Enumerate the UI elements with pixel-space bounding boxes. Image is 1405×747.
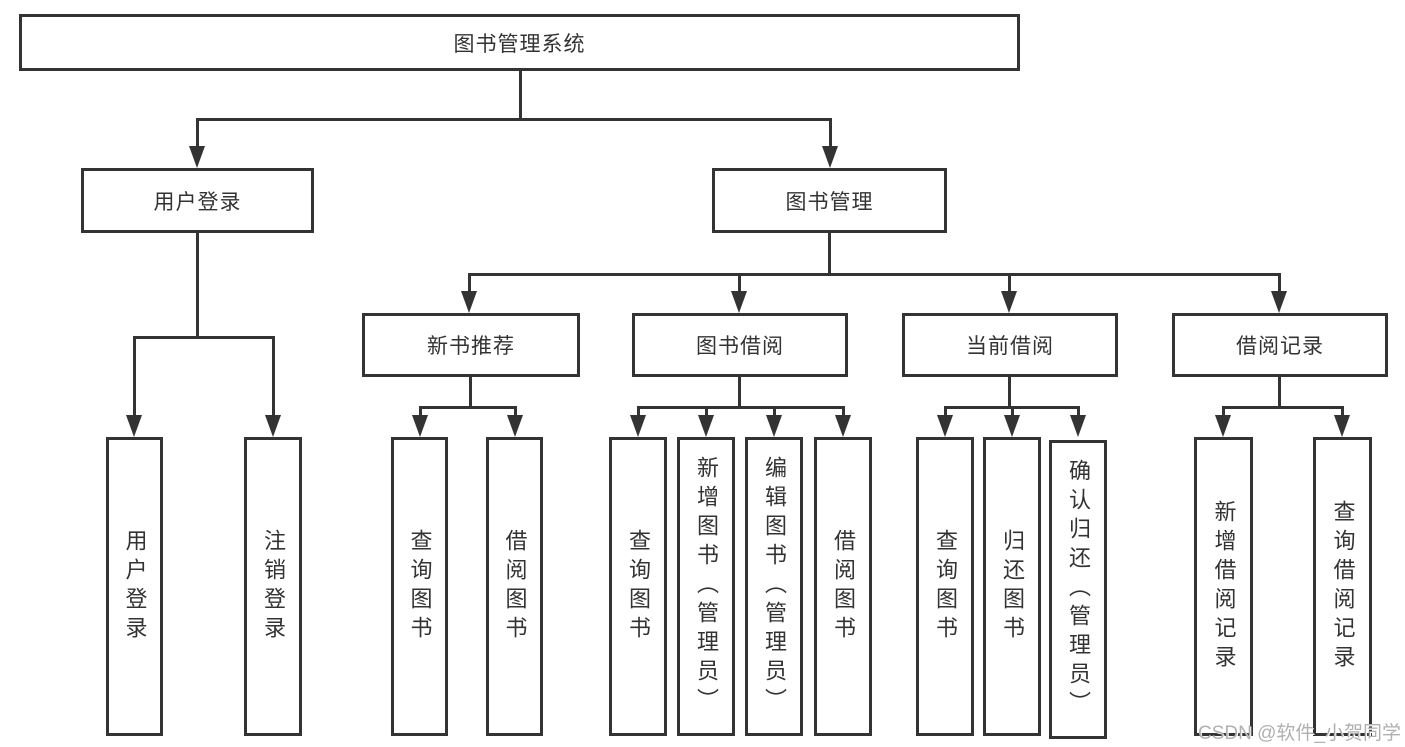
connector-line: [468, 273, 1281, 276]
connector-line: [272, 336, 275, 418]
connector-line: [469, 377, 472, 409]
connector-line: [1008, 273, 1011, 294]
connector-arrow: [1004, 415, 1020, 437]
connector-line: [1278, 273, 1281, 294]
leaf-label-query-books-2: 查询图书: [626, 528, 651, 645]
leaf-box-user-login: 用户登录: [106, 437, 163, 736]
connector-line: [738, 377, 741, 409]
connector-line: [133, 336, 136, 418]
connector-arrow: [937, 415, 953, 437]
node-label-root: 图书管理系统: [453, 32, 586, 56]
leaf-label-return-books: 归还图书: [1000, 528, 1025, 645]
connector-arrow: [1334, 415, 1350, 437]
connector-arrow: [412, 415, 428, 437]
connector-line: [133, 336, 275, 339]
connector-line: [1222, 406, 1225, 418]
leaf-box-query-borrow-record: 查询借阅记录: [1313, 437, 1372, 736]
leaf-box-confirm-return-admin: 确认归还（管理员）: [1049, 440, 1107, 739]
connector-arrow: [835, 415, 851, 437]
connector-line: [637, 406, 640, 418]
connector-arrow: [822, 146, 838, 168]
connector-line: [196, 118, 832, 121]
node-label-new-book-recommend: 新书推荐: [427, 335, 515, 358]
connector-arrow: [507, 415, 523, 437]
leaf-label-query-books-1: 查询图书: [407, 528, 433, 645]
leaf-box-return-books: 归还图书: [983, 437, 1041, 736]
leaf-label-add-borrow-record: 新增借阅记录: [1211, 499, 1237, 674]
leaf-box-add-borrow-record: 新增借阅记录: [1194, 437, 1253, 736]
connector-line: [828, 233, 831, 276]
connector-line: [468, 273, 471, 294]
connector-arrow: [630, 415, 646, 437]
connector-arrow: [1001, 291, 1017, 313]
node-label-book-borrow: 图书借阅: [696, 335, 784, 358]
connector-arrow: [731, 291, 747, 313]
connector-line: [1341, 406, 1344, 418]
connector-arrow: [265, 415, 281, 437]
node-box-current-borrow: 当前借阅: [902, 313, 1118, 377]
connector-line: [1011, 406, 1014, 418]
leaf-box-borrow-books-1: 借阅图书: [486, 437, 543, 736]
leaf-label-confirm-return-admin: 确认归还（管理员）: [1066, 459, 1091, 720]
leaf-label-edit-books-admin: 编辑图书（管理员）: [762, 456, 787, 717]
node-label-user-login: 用户登录: [153, 190, 242, 214]
node-box-root: 图书管理系统: [19, 14, 1020, 71]
node-box-new-book-recommend: 新书推荐: [362, 313, 580, 377]
connector-arrow: [1070, 415, 1086, 437]
connector-arrow: [1215, 415, 1231, 437]
leaf-box-logout: 注销登录: [244, 437, 302, 736]
leaf-box-borrow-books-2: 借阅图书: [814, 437, 872, 736]
connector-line: [773, 406, 776, 418]
connector-line: [519, 71, 522, 119]
node-label-book-management: 图书管理: [785, 190, 874, 214]
leaf-label-add-books-admin: 新增图书（管理员）: [694, 456, 719, 717]
leaf-label-logout: 注销登录: [261, 528, 286, 645]
connector-line: [829, 118, 832, 149]
connector-line: [419, 406, 517, 409]
node-label-borrow-records: 借阅记录: [1236, 335, 1324, 358]
connector-line: [196, 233, 199, 339]
leaf-box-query-books-3: 查询图书: [916, 437, 974, 736]
connector-arrow: [189, 146, 205, 168]
connector-arrow: [698, 415, 714, 437]
connector-line: [196, 118, 199, 149]
leaf-label-borrow-books-1: 借阅图书: [502, 528, 528, 645]
connector-arrow: [766, 415, 782, 437]
node-box-borrow-records: 借阅记录: [1172, 313, 1388, 377]
leaf-label-query-books-3: 查询图书: [933, 528, 958, 645]
connector-line: [842, 406, 845, 418]
connector-line: [944, 406, 947, 418]
connector-line: [637, 406, 844, 409]
connector-line: [738, 273, 741, 294]
connector-line: [1077, 406, 1080, 418]
node-box-book-management: 图书管理: [712, 168, 947, 233]
leaf-box-query-books-1: 查询图书: [391, 437, 448, 736]
connector-arrow: [1271, 291, 1287, 313]
connector-arrow: [461, 291, 477, 313]
csdn-watermark: CSDN @软件_小贺同学: [1198, 723, 1401, 744]
connector-line: [1222, 406, 1344, 409]
connector-line: [514, 406, 517, 418]
leaf-label-borrow-books-2: 借阅图书: [831, 528, 856, 645]
leaf-label-user-login: 用户登录: [122, 528, 148, 645]
connector-line: [1278, 377, 1281, 409]
node-box-book-borrow: 图书借阅: [632, 313, 848, 377]
leaf-box-query-books-2: 查询图书: [609, 437, 667, 736]
connector-line: [419, 406, 422, 418]
leaf-box-add-books-admin: 新增图书（管理员）: [677, 437, 735, 736]
leaf-label-query-borrow-record: 查询借阅记录: [1330, 499, 1356, 674]
connector-arrow: [126, 415, 142, 437]
node-box-user-login: 用户登录: [81, 168, 314, 233]
leaf-box-edit-books-admin: 编辑图书（管理员）: [745, 437, 803, 736]
connector-line: [1008, 377, 1011, 409]
connector-line: [705, 406, 708, 418]
node-label-current-borrow: 当前借阅: [966, 335, 1054, 358]
